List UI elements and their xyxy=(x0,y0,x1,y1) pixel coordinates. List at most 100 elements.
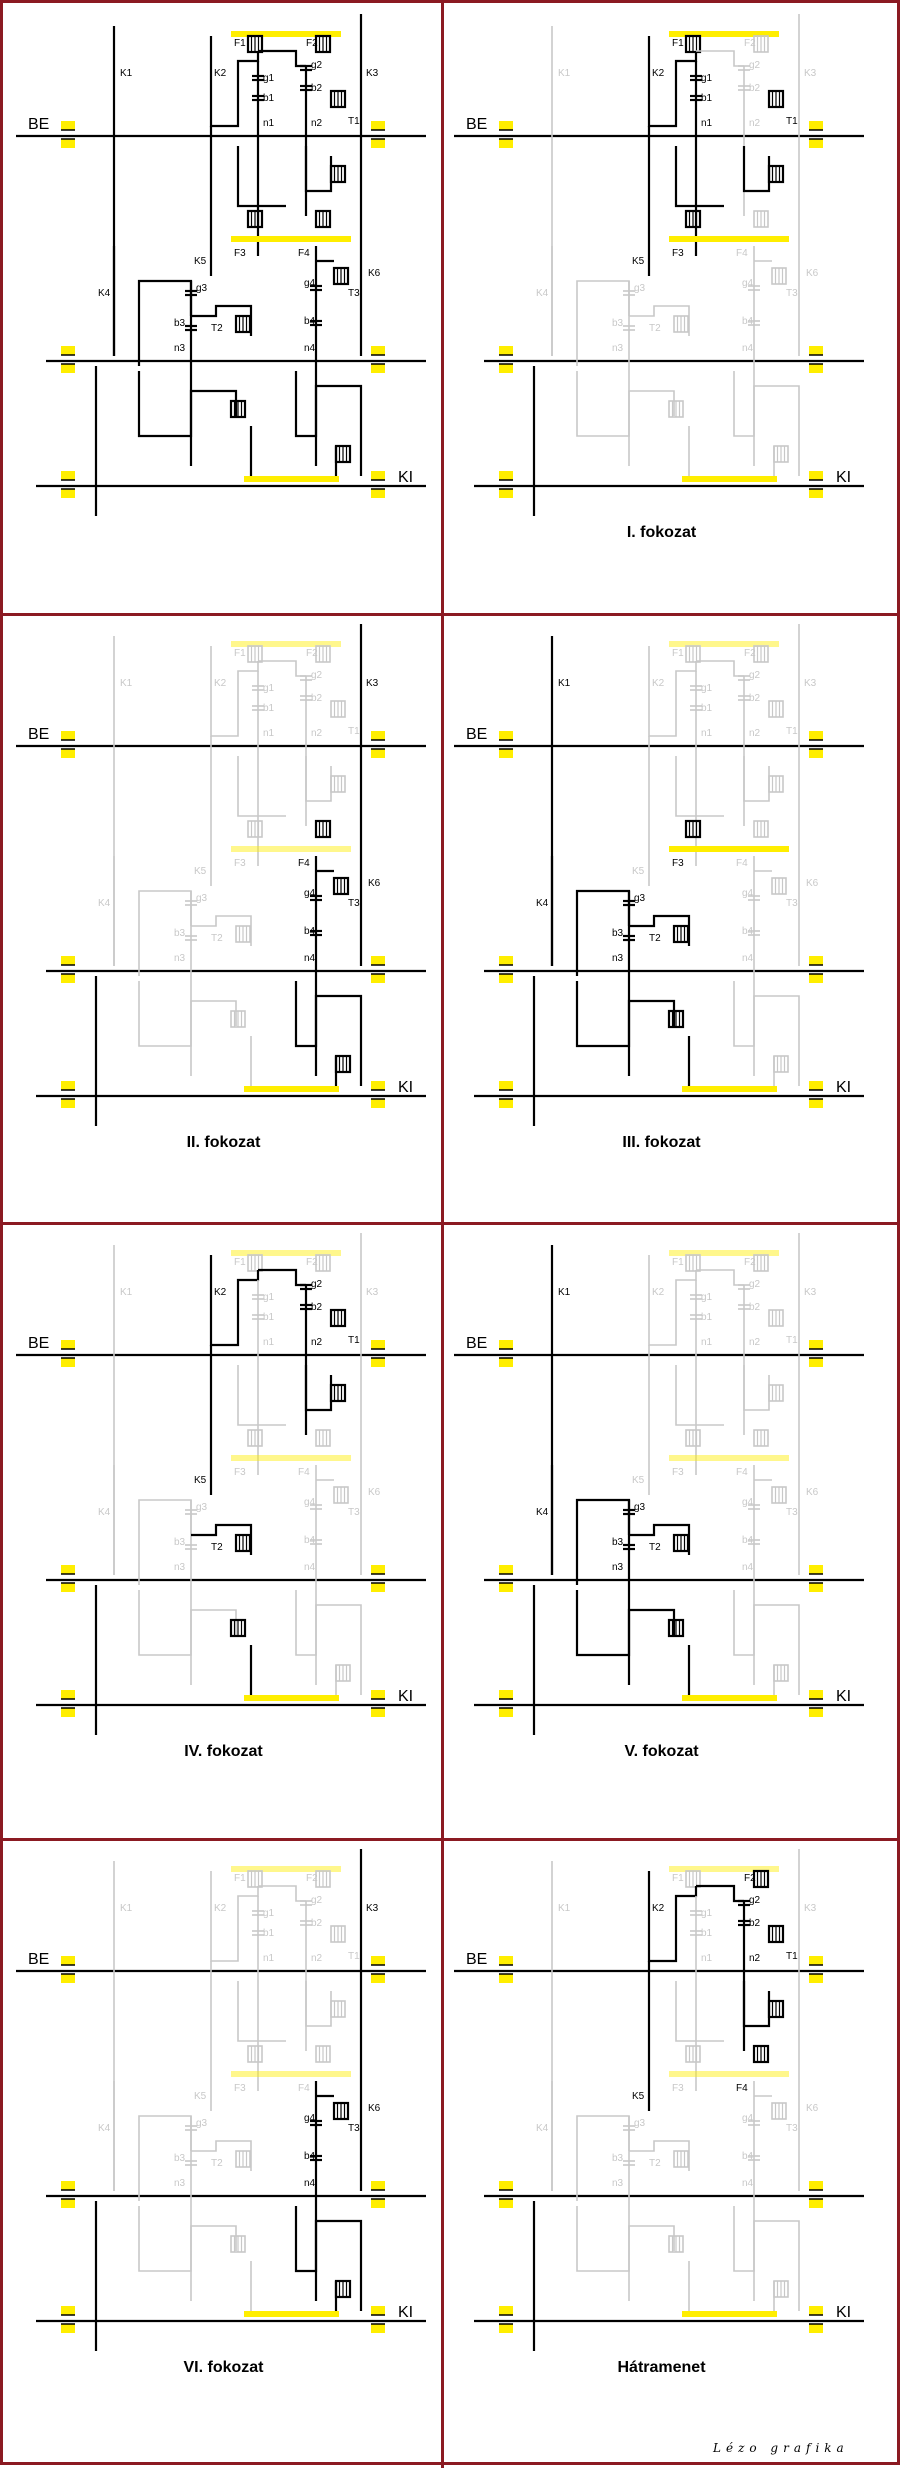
bearing-icon xyxy=(499,1340,513,1349)
set-label-t3: T3 xyxy=(786,288,798,299)
bearing-icon xyxy=(371,1708,385,1717)
clutch-label-k6: K6 xyxy=(368,878,381,889)
clutch-label-k4: K4 xyxy=(536,288,549,299)
bearing-icon xyxy=(809,2324,823,2333)
brake-disk-f4 xyxy=(753,1429,769,1447)
brake-disk-f3 xyxy=(685,1429,701,1447)
bearing-icon xyxy=(61,974,75,983)
panel-caption: I. fokozat xyxy=(626,524,697,541)
link-path xyxy=(733,2206,800,2311)
planet-set-t3 xyxy=(335,1664,351,1682)
set-label-t1: T1 xyxy=(786,726,798,737)
brake-disk-f4 xyxy=(753,210,769,228)
output-ring xyxy=(244,2311,339,2317)
clutch-label-k2: K2 xyxy=(214,678,227,689)
clutch-label-k1: K1 xyxy=(558,678,571,689)
set-label-t3: T3 xyxy=(348,898,360,909)
gear-g4 xyxy=(310,894,322,902)
row-divider-1 xyxy=(3,613,900,616)
bearing-icon xyxy=(61,956,75,965)
bearing-icon xyxy=(371,1956,385,1965)
clutch-drum-k2 xyxy=(648,646,697,737)
bearing-icon xyxy=(809,749,823,758)
bearing-icon xyxy=(499,731,513,740)
clutch-label-k4: K4 xyxy=(98,1507,111,1518)
ring-label-b1: b1 xyxy=(701,93,713,104)
bearing-icon xyxy=(499,1690,513,1699)
planet-set-t2 xyxy=(672,1533,690,1553)
bearing-icon xyxy=(371,956,385,965)
bearing-icon xyxy=(809,1358,823,1367)
gear-ring-b1 xyxy=(252,1930,264,1936)
planet-set-t1 xyxy=(329,164,347,184)
gear-ring-b2 xyxy=(300,1303,312,1311)
clutch-label-k5: K5 xyxy=(632,866,645,877)
brake-label-f2: F2 xyxy=(744,1873,756,1884)
bearing-icon xyxy=(809,1974,823,1983)
link-path xyxy=(237,1981,286,2042)
planet-set-t3 xyxy=(333,1486,349,1504)
bearing-icon xyxy=(499,2199,513,2208)
brake-disk-f1 xyxy=(685,645,701,663)
clutch-label-k6: K6 xyxy=(368,2103,381,2114)
ring-label-b3: b3 xyxy=(612,1537,624,1548)
clutch-label-k3: K3 xyxy=(366,678,379,689)
bearing-icon xyxy=(61,749,75,758)
planet-link-p2 xyxy=(258,660,306,677)
input-label: BE xyxy=(466,116,487,133)
brake-label-f4: F4 xyxy=(736,2083,748,2094)
clutch-drum-k2 xyxy=(210,646,259,737)
ring-label-b4: b4 xyxy=(304,316,316,327)
link-path xyxy=(575,1590,676,1657)
bearing-icon xyxy=(499,1974,513,1983)
gear-g3 xyxy=(623,899,635,907)
output-ring xyxy=(682,1695,777,1701)
bearing-icon xyxy=(61,1974,75,1983)
clutch-label-k3: K3 xyxy=(804,678,817,689)
ring-label-b2: b2 xyxy=(749,693,761,704)
brake-label-f3: F3 xyxy=(234,248,246,259)
ring-label-b4: b4 xyxy=(742,1535,754,1546)
ring-label-b1: b1 xyxy=(263,1312,275,1323)
gear-ring-b3 xyxy=(185,2160,197,2166)
ring-label-b3: b3 xyxy=(612,928,624,939)
brake-label-f2: F2 xyxy=(306,1257,318,1268)
brake-label-f1: F1 xyxy=(672,1257,684,1268)
clutch-label-k3: K3 xyxy=(804,1287,817,1298)
link-path xyxy=(742,1981,771,2028)
panel-caption: IV. fokozat xyxy=(184,1743,263,1760)
clutch-label-k4: K4 xyxy=(536,2123,549,2134)
bearing-icon xyxy=(371,489,385,498)
gear-label-g4: g4 xyxy=(304,278,316,289)
gear-g2 xyxy=(300,1900,312,1906)
gear-ring-b3 xyxy=(623,1543,635,1551)
gear-g3 xyxy=(185,900,197,906)
panel-caption: Hátramenet xyxy=(617,2359,706,2376)
clutch-label-k4: K4 xyxy=(98,2123,111,2134)
link-path xyxy=(629,1523,691,1555)
bearing-icon xyxy=(371,2306,385,2315)
brake-bar-f3 xyxy=(231,1455,351,1461)
gear-label-g1: g1 xyxy=(263,73,275,84)
gear-g3 xyxy=(623,2125,635,2131)
planet-set-t1 xyxy=(767,1924,785,1944)
clutch-drum-k2 xyxy=(209,1255,260,1347)
brake-label-f1: F1 xyxy=(234,1257,246,1268)
brake-label-f3: F3 xyxy=(672,248,684,259)
gear-label-g4: g4 xyxy=(304,888,316,899)
bearing-icon xyxy=(499,956,513,965)
clutch-label-k4: K4 xyxy=(536,898,549,909)
set-label-t1: T1 xyxy=(786,1951,798,1962)
bearing-icon xyxy=(809,1690,823,1699)
gear-label-g4: g4 xyxy=(304,2113,316,2124)
carrier-label-n1: n1 xyxy=(701,118,713,129)
gear-label-g2: g2 xyxy=(749,1895,761,1906)
gear-label-g3: g3 xyxy=(196,893,208,904)
planet-link-p2 xyxy=(258,1268,306,1287)
planet-set-t2 xyxy=(235,2150,251,2168)
link-path xyxy=(294,371,363,476)
clutch-label-k2: K2 xyxy=(652,1287,665,1298)
link-path xyxy=(294,981,363,1086)
brake-label-f2: F2 xyxy=(306,1873,318,1884)
